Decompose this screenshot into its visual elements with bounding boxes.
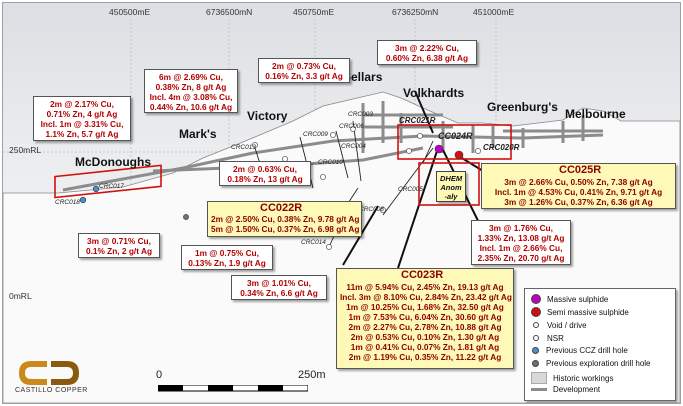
- legend-nsr: NSR: [531, 333, 564, 343]
- development: [62, 101, 604, 192]
- easting-label-1: 450500mE: [109, 7, 151, 17]
- semi-massive-icon: [531, 307, 541, 317]
- hole-cc024r: CC024R: [438, 131, 473, 141]
- mcdonoughs-zone: [54, 164, 162, 199]
- hole-crc020r: CRC020R: [483, 143, 520, 152]
- crc018-assay: 3m @ 0.71% Cu,0.1% Zn, 2 g/t Ag: [78, 233, 160, 258]
- cc022r-title: CC022R: [260, 202, 303, 214]
- legend: Massive sulphide Semi massive sulphide V…: [524, 288, 676, 401]
- nsr-icon: [533, 335, 539, 341]
- level-0: 0mRL: [9, 291, 32, 301]
- crc010-assay: 2m @ 0.63% Cu,0.18% Zn, 13 g/t Ag: [219, 161, 311, 186]
- historic-workings-icon: [531, 372, 547, 384]
- hole-crc018: CRC018: [55, 199, 80, 206]
- void-icon: [533, 322, 539, 328]
- logo-text: CASTILLO COPPER: [15, 387, 88, 394]
- legend-void: Void / drive: [531, 320, 587, 330]
- easting-label-3: 451000mE: [473, 7, 515, 17]
- level-250: 250mRL: [9, 145, 42, 155]
- legend-explore: Previous exploration drill hole: [531, 359, 651, 368]
- crc008-assay: 3m @ 1.01% Cu,0.34% Zn, 6.6 g/t Ag: [231, 275, 327, 300]
- mine-sellars: Sellars: [343, 70, 383, 84]
- hole-crc014: CRC014: [301, 239, 326, 246]
- ccz-hole-icon: [532, 347, 539, 354]
- mine-volkhardts: Volkhardts: [403, 86, 465, 100]
- mine-victory: Victory: [247, 109, 288, 123]
- hole-markers: [79, 126, 481, 250]
- castillo-copper-logo: [19, 361, 79, 385]
- scale-end: 250m: [298, 369, 326, 381]
- hole-crc006: CRC006: [339, 123, 364, 130]
- northing-label-1: 6736500mN: [206, 7, 253, 17]
- hole-crc013: CRC013: [231, 144, 256, 151]
- hole-crc021r: CRC021R: [399, 116, 436, 125]
- hole-crc008: CRC008: [359, 206, 384, 213]
- crc014-assay: 1m @ 0.75% Cu,0.13% Zn, 1.9 g/t Ag: [181, 245, 273, 270]
- cc024-zone: [397, 124, 512, 160]
- legend-semi: Semi massive sulphide: [531, 307, 629, 317]
- volkhardts-assay: 3m @ 2.22% Cu,0.60% Zn, 6.38 g/t Ag: [377, 40, 477, 65]
- hole-crc009: CRC009: [303, 131, 328, 138]
- dhem-zone: [418, 162, 480, 206]
- mine-mcdonoughs: McDonoughs: [75, 155, 151, 169]
- easting-label-2: 450750mE: [293, 7, 335, 17]
- cc023r-title: CC023R: [401, 269, 444, 281]
- cc025r-title: CC025R: [559, 164, 602, 176]
- legend-historic: Historic workings: [531, 372, 613, 384]
- hole-crc003: CRC003: [348, 111, 373, 118]
- hole-crc005: CRC005: [398, 186, 423, 193]
- hole-crc010: CRC010: [318, 159, 343, 166]
- mine-marks: Mark's: [179, 127, 217, 141]
- legend-ccz: Previous CCZ drill hole: [531, 346, 628, 355]
- development-icon: [531, 388, 547, 391]
- sellars-assay: 2m @ 0.73% Cu,0.16% Zn, 3.3 g/t Ag: [258, 58, 350, 83]
- mine-greenburgs: Greenburg's: [487, 100, 558, 114]
- hole-crc017: CRC017: [99, 183, 124, 190]
- scale-start: 0: [156, 369, 163, 381]
- massive-sulphide-icon: [531, 294, 541, 304]
- legend-massive: Massive sulphide: [531, 294, 608, 304]
- hole-crc004: CRC004: [341, 143, 366, 150]
- northing-label-2: 6736250mN: [392, 7, 439, 17]
- legend-development: Development: [531, 385, 600, 394]
- explore-hole-icon: [532, 360, 539, 367]
- mine-melbourne: Melbourne: [565, 107, 626, 121]
